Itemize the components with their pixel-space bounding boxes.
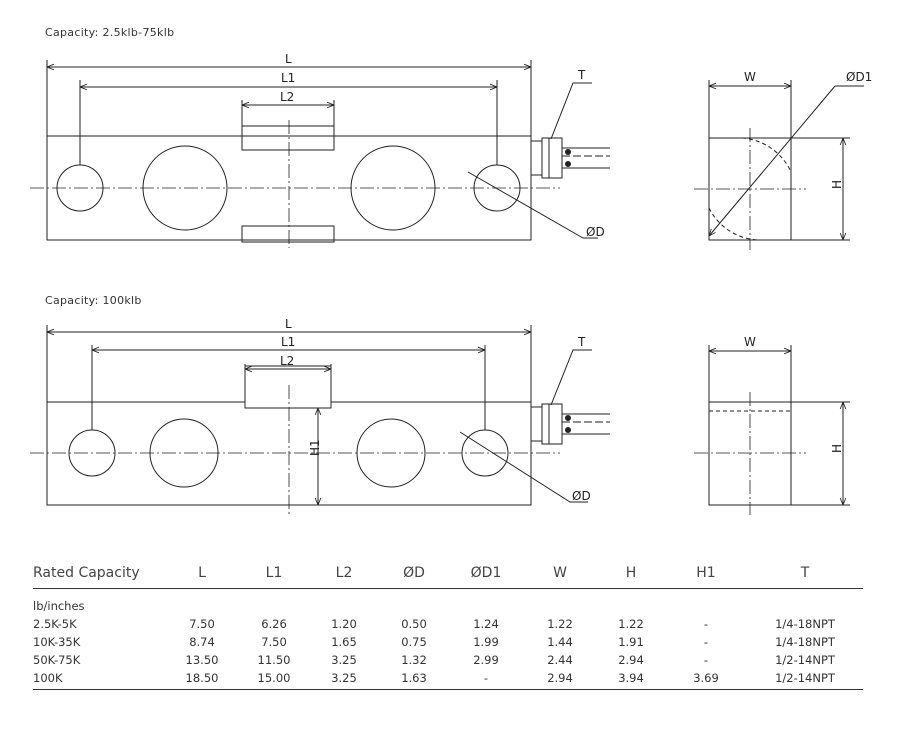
top-label-d1: ØD1 [846, 70, 872, 84]
table-row: 50K-75K 13.50 11.50 3.25 1.32 2.99 2.44 … [33, 651, 863, 669]
top-l2-lower-block [241, 225, 335, 243]
bottom-l2-block [244, 365, 332, 409]
bottom-label-l: L [285, 317, 292, 331]
cell: 1.32 [401, 653, 427, 667]
top-front-view [30, 60, 610, 248]
header-d: ØD [379, 563, 449, 589]
cell: 0.50 [401, 617, 427, 631]
table-row: 100K 18.50 15.00 3.25 1.63 - 2.94 3.94 3… [33, 669, 863, 690]
cell: 1.99 [473, 635, 499, 649]
cell: 8.74 [189, 635, 215, 649]
cell: 2.94 [523, 669, 597, 690]
cell: 1.65 [331, 635, 357, 649]
table-row: 2.5K-5K 7.50 6.26 1.20 0.50 1.24 1.22 1.… [33, 615, 863, 633]
cell: 0.75 [401, 635, 427, 649]
caption-top: Capacity: 2.5klb-75klb [45, 26, 175, 39]
bottom-front-view [30, 325, 610, 515]
cell: 50K-75K [33, 653, 81, 667]
cell: 10K-35K [33, 635, 81, 649]
specification-table: Rated Capacity L L1 L2 ØD ØD1 W H H1 T l… [33, 563, 863, 690]
cell: 2.5K-5K [33, 617, 77, 631]
bottom-d-leader [459, 431, 588, 503]
cell: 1.63 [379, 669, 449, 690]
cell: 3.25 [309, 669, 379, 690]
header-d1: ØD1 [449, 563, 523, 589]
cell: 1/2-14NPT [747, 669, 863, 690]
cell: 2.99 [473, 653, 499, 667]
cell: 3.25 [331, 653, 357, 667]
header-l1: L1 [239, 563, 309, 589]
top-label-w: W [744, 70, 756, 84]
top-label-d: ØD [586, 225, 605, 239]
cell: 11.50 [257, 653, 291, 667]
unit-row: lb/inches [33, 589, 863, 616]
header-rated-capacity: Rated Capacity [33, 563, 165, 589]
top-label-l1: L1 [281, 71, 295, 85]
cell: 7.50 [189, 617, 215, 631]
caption-bottom: Capacity: 100klb [45, 294, 142, 307]
cell: 15.00 [239, 669, 309, 690]
cell: 7.50 [261, 635, 287, 649]
unit-label: lb/inches [33, 599, 85, 613]
cell: 1.22 [618, 617, 644, 631]
cell: 18.50 [165, 669, 239, 690]
bottom-label-w: W [744, 335, 756, 349]
cell: 1/2-14NPT [775, 653, 835, 667]
bottom-label-h: H [830, 444, 844, 453]
top-d-leader [467, 171, 598, 239]
cell: 1/4-18NPT [775, 617, 835, 631]
top-l2-upper-block [241, 125, 335, 151]
cell: - [703, 617, 709, 631]
top-side-view [694, 80, 864, 250]
top-label-l: L [285, 52, 292, 66]
cell: - [449, 669, 523, 690]
top-label-l2: L2 [280, 90, 294, 104]
top-connector [530, 140, 543, 176]
cell: 3.94 [597, 669, 665, 690]
table-row: 10K-35K 8.74 7.50 1.65 0.75 1.99 1.44 1.… [33, 633, 863, 651]
cell: 2.44 [547, 653, 573, 667]
bottom-connector [530, 406, 543, 442]
header-h1: H1 [665, 563, 747, 589]
cell: 3.69 [665, 669, 747, 690]
cell: 1.24 [473, 617, 499, 631]
top-label-t: T [577, 68, 586, 82]
cell: 13.50 [185, 653, 219, 667]
bottom-label-t: T [577, 335, 586, 349]
technical-drawing: L L1 L2 T ØD W ØD1 H [30, 52, 872, 515]
header-w: W [523, 563, 597, 589]
header-l2: L2 [309, 563, 379, 589]
cell: 1.22 [547, 617, 573, 631]
cell: 6.26 [261, 617, 287, 631]
table-header-row: Rated Capacity L L1 L2 ØD ØD1 W H H1 T [33, 563, 863, 589]
bottom-label-l2: L2 [280, 354, 294, 368]
bottom-label-l1: L1 [281, 335, 295, 349]
top-label-h: H [830, 180, 844, 189]
bottom-side-view [694, 345, 850, 515]
header-h: H [597, 563, 665, 589]
cell: - [703, 653, 709, 667]
bottom-label-d: ØD [572, 489, 591, 503]
cell: - [703, 635, 709, 649]
cell: 2.94 [618, 653, 644, 667]
header-l: L [165, 563, 239, 589]
top-t-leader [550, 82, 592, 140]
cell: 1.20 [331, 617, 357, 631]
header-t: T [747, 563, 863, 589]
cell: 1.91 [618, 635, 644, 649]
bottom-label-h1: H1 [308, 439, 322, 456]
bottom-t-leader [550, 349, 592, 406]
top-dim-d1-line [709, 85, 836, 236]
cell: 1.44 [547, 635, 573, 649]
cell: 100K [33, 669, 165, 690]
cell: 1/4-18NPT [775, 635, 835, 649]
